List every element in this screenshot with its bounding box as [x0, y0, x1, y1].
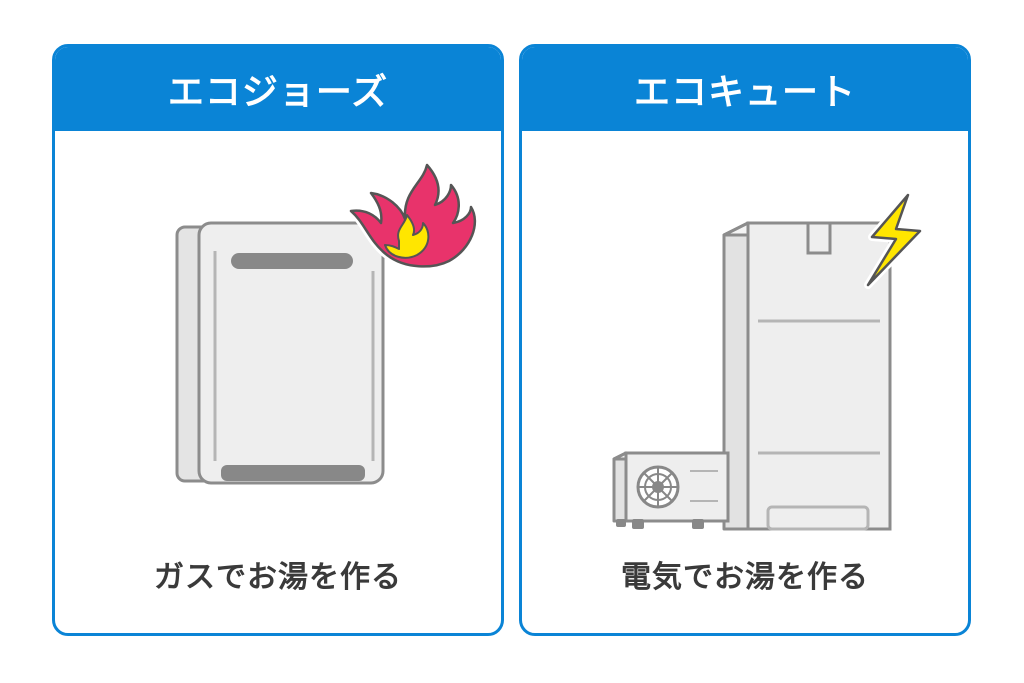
gas-water-heater-illustration	[175, 161, 479, 485]
pump-unit-foot	[632, 519, 644, 529]
pump-unit-side	[612, 451, 628, 523]
lightning-icon	[864, 191, 924, 289]
card-caption: ガスでお湯を作る	[154, 560, 402, 595]
pump-unit-foot	[692, 519, 704, 529]
tank-top-notch	[806, 221, 832, 255]
pump-unit-foot	[616, 519, 626, 527]
heater-top-vent	[231, 253, 353, 269]
fan-grille-icon	[636, 465, 680, 509]
flame-icon	[347, 161, 479, 271]
heater-body	[197, 221, 385, 485]
card-title: エコキュート	[633, 72, 856, 113]
card-ecocute: エコキュート	[519, 44, 971, 636]
card-header: エコジョーズ	[55, 47, 501, 131]
tank-front	[746, 221, 892, 531]
heat-pump-illustration	[612, 191, 924, 531]
card-ecojoz: エコジョーズ ガスでお湯を作る	[52, 44, 504, 636]
card-title: エコジョーズ	[167, 72, 389, 113]
tank-access-panel	[766, 505, 870, 531]
heater-bottom-vent	[221, 465, 365, 481]
card-caption: 電気でお湯を作る	[621, 560, 869, 595]
card-header: エコキュート	[522, 47, 968, 131]
